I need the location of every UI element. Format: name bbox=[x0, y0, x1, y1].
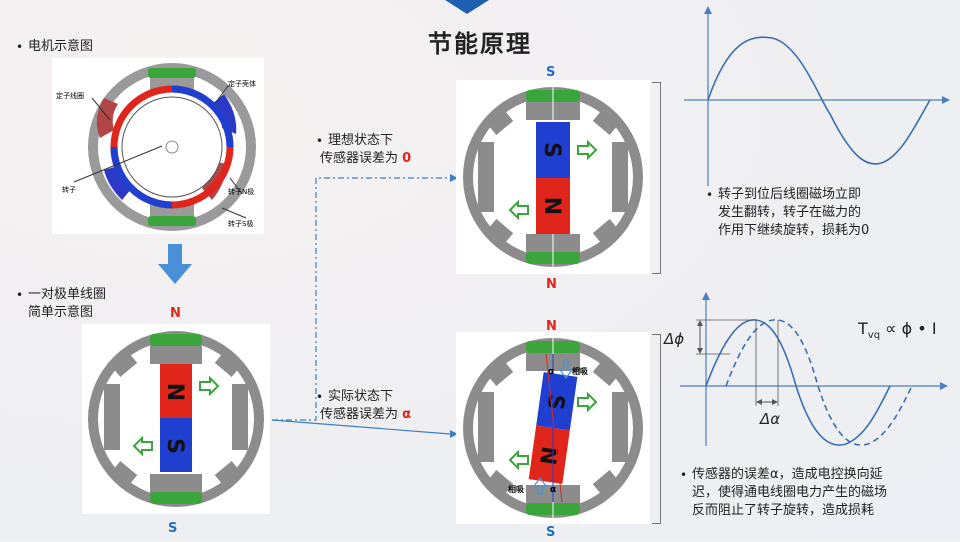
ideal-error-value: 0 bbox=[402, 151, 412, 166]
ideal-note-3: 作用下继续旋转，损耗为0 bbox=[718, 223, 870, 238]
ideal-magnet-s: S bbox=[539, 142, 564, 158]
ideal-bracket bbox=[652, 82, 661, 274]
actual-note-3: 反而阻止了转子旋转，造成损耗 bbox=[692, 503, 875, 518]
connector-lines bbox=[271, 174, 458, 438]
ideal-label-2: 传感器误差为 0 bbox=[320, 151, 412, 166]
actual-motor-card: S N α 相吸 α 相吸 bbox=[456, 332, 650, 524]
ideal-wave-chart bbox=[684, 6, 950, 186]
simple-pole-bottom: S bbox=[168, 521, 178, 536]
slide-title: 节能原理 bbox=[428, 29, 532, 58]
delta-phi-label: Δϕ bbox=[664, 330, 685, 348]
motor-schematic: 定子线圈 定子壳体 转子 转子N极 转子S极 bbox=[52, 58, 264, 234]
actual-label-1: 实际状态下 bbox=[316, 388, 393, 406]
ideal-note-1: 转子到位后线圈磁场立即 bbox=[706, 186, 861, 204]
actual-label-2: 传感器误差为 α bbox=[320, 407, 412, 422]
label-rotor: 转子 bbox=[62, 185, 76, 194]
actual-alpha-bottom: α bbox=[550, 485, 556, 495]
actual-note-2: 迟，使得通电线圈电力产生的磁场 bbox=[692, 485, 888, 500]
actual-error-value: α bbox=[402, 407, 412, 422]
simple-motor-card: N S bbox=[82, 324, 270, 514]
delta-alpha-label: Δα bbox=[760, 410, 781, 428]
torque-formula: Tvq ∝ ϕ • I bbox=[858, 319, 937, 342]
motor-diagram-bullet: 电机示意图 bbox=[16, 38, 93, 56]
actual-magnet-n: N bbox=[534, 445, 561, 467]
simple-pole-top: N bbox=[170, 306, 181, 321]
ideal-magnet-n: N bbox=[539, 197, 564, 215]
actual-bracket bbox=[652, 334, 661, 524]
actual-pole-bottom: S bbox=[546, 525, 556, 540]
ideal-motor-card: S N bbox=[456, 80, 650, 274]
actual-note-1: 传感器的误差α，造成电控换向延 bbox=[680, 466, 883, 484]
actual-magnet-s: S bbox=[542, 392, 569, 411]
actual-pole-top: N bbox=[546, 319, 557, 334]
ideal-note-2: 发生翻转，转子在磁力的 bbox=[718, 205, 862, 220]
label-stator-coil: 定子线圈 bbox=[56, 91, 84, 100]
simple-diagram-bullet-1: 一对极单线圈 bbox=[16, 286, 106, 304]
down-arrow-icon bbox=[158, 244, 192, 284]
ideal-label-1: 理想状态下 bbox=[316, 132, 393, 150]
simple-diagram-bullet-2: 简单示意图 bbox=[28, 305, 94, 320]
ideal-pole-top: S bbox=[546, 65, 556, 80]
actual-alpha-top: α bbox=[548, 367, 554, 377]
actual-attract-bottom: 相吸 bbox=[508, 484, 524, 494]
ideal-pole-bottom: N bbox=[546, 277, 557, 292]
top-chevron-icon bbox=[445, 0, 489, 14]
simple-magnet-n: N bbox=[162, 383, 187, 401]
label-stator-shell: 定子壳体 bbox=[228, 79, 256, 88]
actual-wave-chart bbox=[680, 292, 948, 446]
label-rotor-n: 转子N极 bbox=[228, 187, 254, 196]
simple-magnet-s: S bbox=[162, 438, 187, 454]
actual-attract-top: 相吸 bbox=[572, 366, 588, 376]
label-rotor-s: 转子S极 bbox=[228, 219, 253, 228]
